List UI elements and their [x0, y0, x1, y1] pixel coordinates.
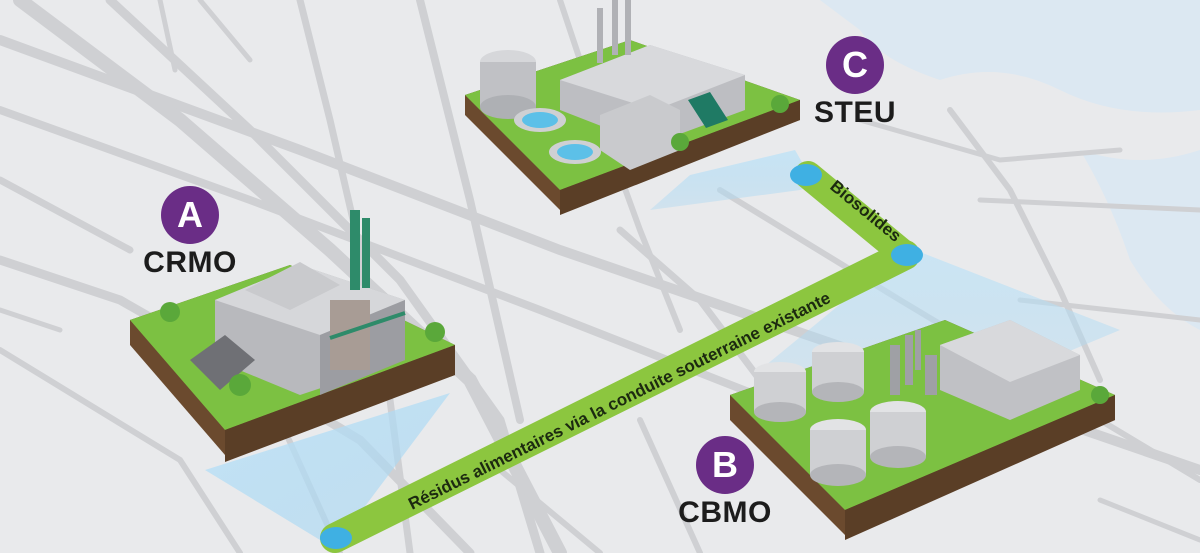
beam-c [650, 150, 815, 210]
water-area [820, 0, 1200, 113]
site-a-letter: A [161, 186, 219, 244]
water-area-east [1080, 150, 1200, 330]
site-c-marker: C STEU [800, 36, 910, 130]
site-b-plant [730, 320, 1115, 540]
site-b-letter: B [696, 436, 754, 494]
site-a-label: CRMO [143, 246, 237, 279]
pipe-node-b [891, 244, 923, 266]
site-b-marker: B CBMO [665, 436, 785, 530]
pipe-node-c [790, 164, 822, 186]
storage-tanks [754, 342, 926, 486]
pipe-network [320, 161, 923, 553]
pipe-node-a [320, 527, 352, 549]
site-c-label: STEU [813, 96, 896, 129]
site-a-plant [130, 210, 455, 462]
site-c-letter: C [826, 36, 884, 94]
site-b-label: CBMO [678, 496, 772, 529]
main-pipe [320, 240, 920, 553]
site-a-marker: A CRMO [135, 186, 245, 280]
beam-a [205, 393, 450, 540]
site-c-plant [465, 0, 800, 215]
biosolids-pipe [794, 161, 919, 269]
